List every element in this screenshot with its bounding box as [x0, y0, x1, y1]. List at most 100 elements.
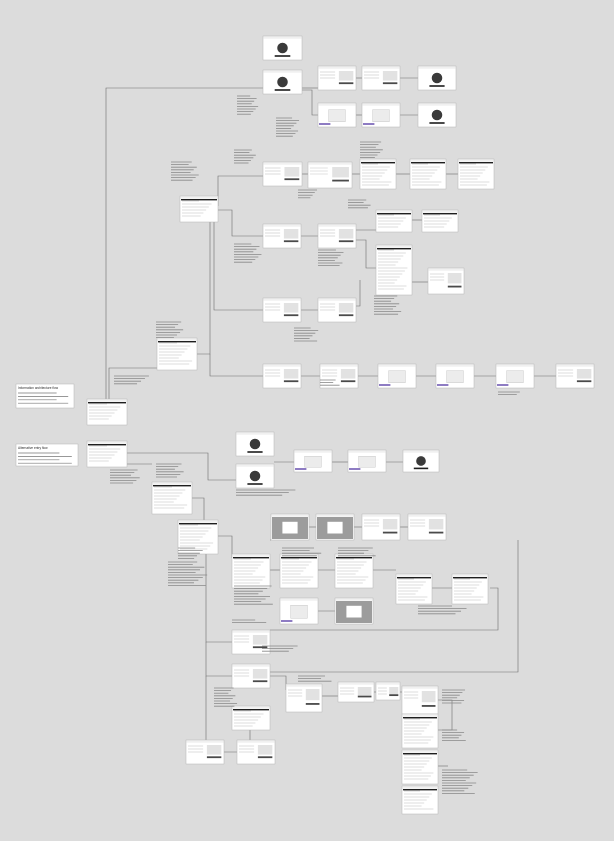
avatar-icon — [431, 109, 443, 121]
frame-header — [236, 464, 274, 467]
screen-frame-36 — [402, 449, 440, 473]
content-box — [382, 71, 398, 81]
modal-panel — [304, 456, 322, 468]
button-bar — [305, 703, 320, 705]
screen-frame-25 — [319, 363, 359, 389]
doc-header-bar — [411, 162, 445, 164]
modal-panel — [358, 456, 376, 468]
screen-frame-52 — [285, 683, 323, 713]
frame-header — [263, 70, 302, 73]
doc-header-bar — [179, 523, 217, 525]
content-box — [338, 71, 354, 81]
frame-body — [151, 481, 193, 515]
content-box — [340, 369, 356, 379]
frame-header — [263, 36, 302, 39]
connector-2 — [108, 367, 157, 399]
note-block-22 — [338, 547, 376, 557]
note-block-12 — [114, 375, 149, 385]
frame-body — [395, 573, 433, 605]
screen-frame-15 — [262, 223, 302, 249]
button-bar — [206, 756, 222, 759]
side-panel-bg — [15, 443, 79, 467]
frame-header — [376, 245, 412, 248]
frame-header — [556, 364, 594, 367]
note-block-15 — [498, 391, 520, 396]
note-block-13 — [294, 327, 319, 342]
note-block-20 — [168, 561, 208, 586]
avatar-icon — [277, 76, 288, 88]
screen-frame-41 — [361, 513, 401, 541]
modal-panel — [282, 521, 298, 534]
frame-header — [263, 224, 301, 227]
modal-panel — [388, 370, 406, 383]
annotation-labels: Information architecture flow Alternativ… — [18, 386, 59, 450]
connector-47 — [205, 642, 232, 677]
screen-frame-55 — [401, 685, 439, 715]
screen-frame-6 — [317, 102, 357, 128]
frame-header — [320, 364, 358, 367]
screen-frame-53 — [337, 681, 375, 703]
frame-header — [236, 432, 274, 435]
screen-frame-3 — [317, 65, 357, 91]
frame-header — [335, 598, 373, 601]
action-bar — [413, 467, 429, 470]
note-block-9 — [348, 199, 371, 209]
button-bar — [421, 705, 436, 707]
modal-panel — [328, 109, 346, 122]
screen-frame-54 — [375, 681, 401, 701]
content-box — [283, 303, 299, 313]
button-bar — [252, 646, 268, 649]
screen-frame-51 — [231, 663, 271, 689]
frame-header — [362, 514, 400, 517]
connector-54 — [438, 699, 453, 731]
screen-frame-45 — [334, 553, 374, 589]
note-block-19 — [178, 547, 203, 559]
note-1-title: Information architecture flow — [18, 386, 59, 390]
frame-header — [402, 714, 438, 717]
screen-frame-28 — [495, 363, 535, 389]
doc-header-bar — [453, 577, 487, 579]
content-box — [576, 369, 592, 379]
content-box — [257, 745, 273, 755]
frame-header — [286, 684, 322, 687]
avatar-icon — [416, 456, 426, 466]
screen-frame-37 — [151, 481, 193, 515]
frame-header — [496, 364, 534, 367]
doc-header-bar — [423, 213, 457, 215]
screen-frame-13 — [457, 158, 495, 190]
screen-frame-27 — [435, 363, 475, 389]
screen-frame-30 — [86, 398, 128, 426]
action-bar — [247, 451, 263, 453]
frame-body — [409, 158, 447, 190]
note-block-7 — [234, 243, 262, 263]
frame-header — [452, 574, 488, 577]
screen-frame-29 — [555, 363, 595, 389]
button-bar — [283, 240, 299, 243]
frame-header — [152, 482, 192, 485]
note-2-title: Alternative entry flow — [18, 446, 48, 450]
accent-tab — [319, 123, 331, 125]
doc-header-bar — [403, 717, 437, 719]
content-box — [206, 745, 222, 755]
screen-frame-32 — [235, 431, 275, 457]
modal-panel — [372, 109, 390, 122]
button-bar — [332, 179, 349, 182]
doc-header-bar — [233, 709, 269, 711]
frame-header — [308, 162, 352, 165]
frame-header — [338, 682, 374, 685]
connector-4 — [127, 452, 236, 481]
button-bar — [389, 694, 399, 697]
frame-header — [87, 399, 127, 402]
modal-panel — [327, 521, 343, 534]
note-block-6 — [298, 189, 317, 199]
note-block-18 — [236, 489, 296, 496]
note-block-16 — [156, 463, 184, 478]
note-block-11 — [156, 321, 184, 339]
screen-frame-50 — [231, 629, 271, 655]
connector-22 — [356, 239, 376, 269]
frame-header — [318, 298, 356, 301]
screen-frame-22 — [317, 297, 357, 323]
screen-frame-8 — [417, 102, 457, 128]
accent-tab — [497, 384, 509, 386]
